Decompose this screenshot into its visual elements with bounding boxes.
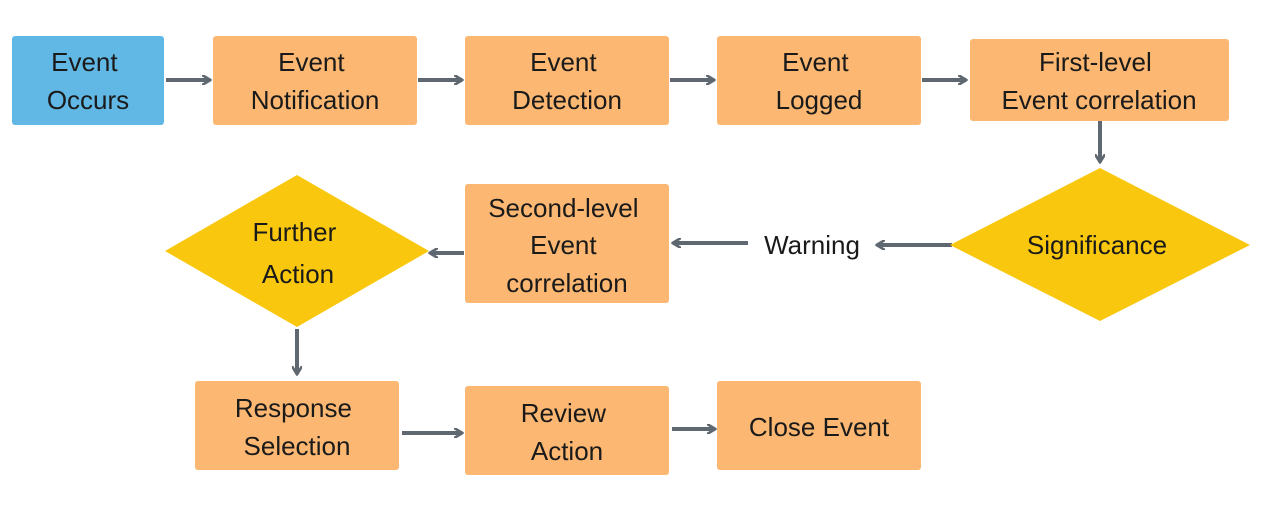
svg-text:Event Notification: Event Notification [251,47,380,115]
node-second-level-correlation-line-1: Second-level [488,193,638,223]
svg-text:Event Logged: Event Logged [776,47,863,115]
node-event-occurs-line-2: Occurs [47,85,129,115]
node-review-action-box [465,386,669,475]
svg-text:Event Detection: Event Detection [512,47,622,115]
node-first-level-correlation-box [970,39,1229,121]
svg-text:Significance: Significance [1027,230,1167,260]
node-second-level-correlation-box [465,184,669,303]
node-event-notification: Event Notification [213,36,417,125]
node-first-level-correlation: First-level Event correlation [970,39,1229,121]
node-further-action-line-1: Further [252,217,336,247]
edge-label-warning: Warning [764,230,860,260]
node-event-detection-line-2: Detection [512,85,622,115]
node-response-selection-line-1: Response [235,393,352,423]
node-event-detection-box [465,36,669,125]
node-response-selection-box [195,381,399,470]
node-significance-line-1: Significance [1027,230,1167,260]
node-event-notification-box [213,36,417,125]
node-event-notification-line-1: Event [278,47,345,77]
node-event-logged-box [717,36,921,125]
node-first-level-correlation-line-1: First-level [1039,47,1152,77]
node-review-action-line-2: Action [531,436,603,466]
svg-text:Close Event: Close Event [749,412,890,442]
node-response-selection-line-2: Selection [244,431,351,461]
node-event-logged: Event Logged [717,36,921,125]
svg-text:Event Occurs: Event Occurs [47,47,129,115]
node-event-detection: Event Detection [465,36,669,125]
node-event-occurs: Event Occurs [12,36,164,125]
node-significance-diamond [950,168,1250,321]
node-significance: Significance [950,168,1250,321]
node-review-action: Review Action [465,386,669,475]
svg-text:First-level Event correl: First-level Event correlation [1001,47,1196,115]
node-event-occurs-line-1: Event [51,47,118,77]
node-second-level-correlation: Second-level Event correlation [465,184,669,303]
node-event-logged-line-2: Logged [776,85,863,115]
svg-text:Second-level Event: Second-level Event correlation [488,193,646,298]
node-first-level-correlation-line-2: Event correlation [1001,85,1196,115]
node-further-action-line-2: Action [262,259,334,289]
svg-text:Review Action: Review Action [521,398,613,466]
svg-text:Further Action: Further Action [252,217,343,289]
edges [166,80,1100,433]
svg-text:Response Selection: Response Selection [235,393,359,461]
node-review-action-line-1: Review [521,398,606,428]
node-second-level-correlation-line-2: Event [530,230,597,260]
node-event-detection-line-1: Event [530,47,597,77]
node-event-occurs-box [12,36,164,125]
node-close-event: Close Event [717,381,921,470]
node-further-action-diamond [165,175,429,327]
node-event-logged-line-1: Event [782,47,849,77]
node-event-notification-line-2: Notification [251,85,380,115]
node-response-selection: Response Selection [195,381,399,470]
node-further-action: Further Action [165,175,429,327]
node-close-event-box [717,381,921,470]
node-second-level-correlation-line-3: correlation [506,268,627,298]
node-close-event-line-1: Close Event [749,412,890,442]
